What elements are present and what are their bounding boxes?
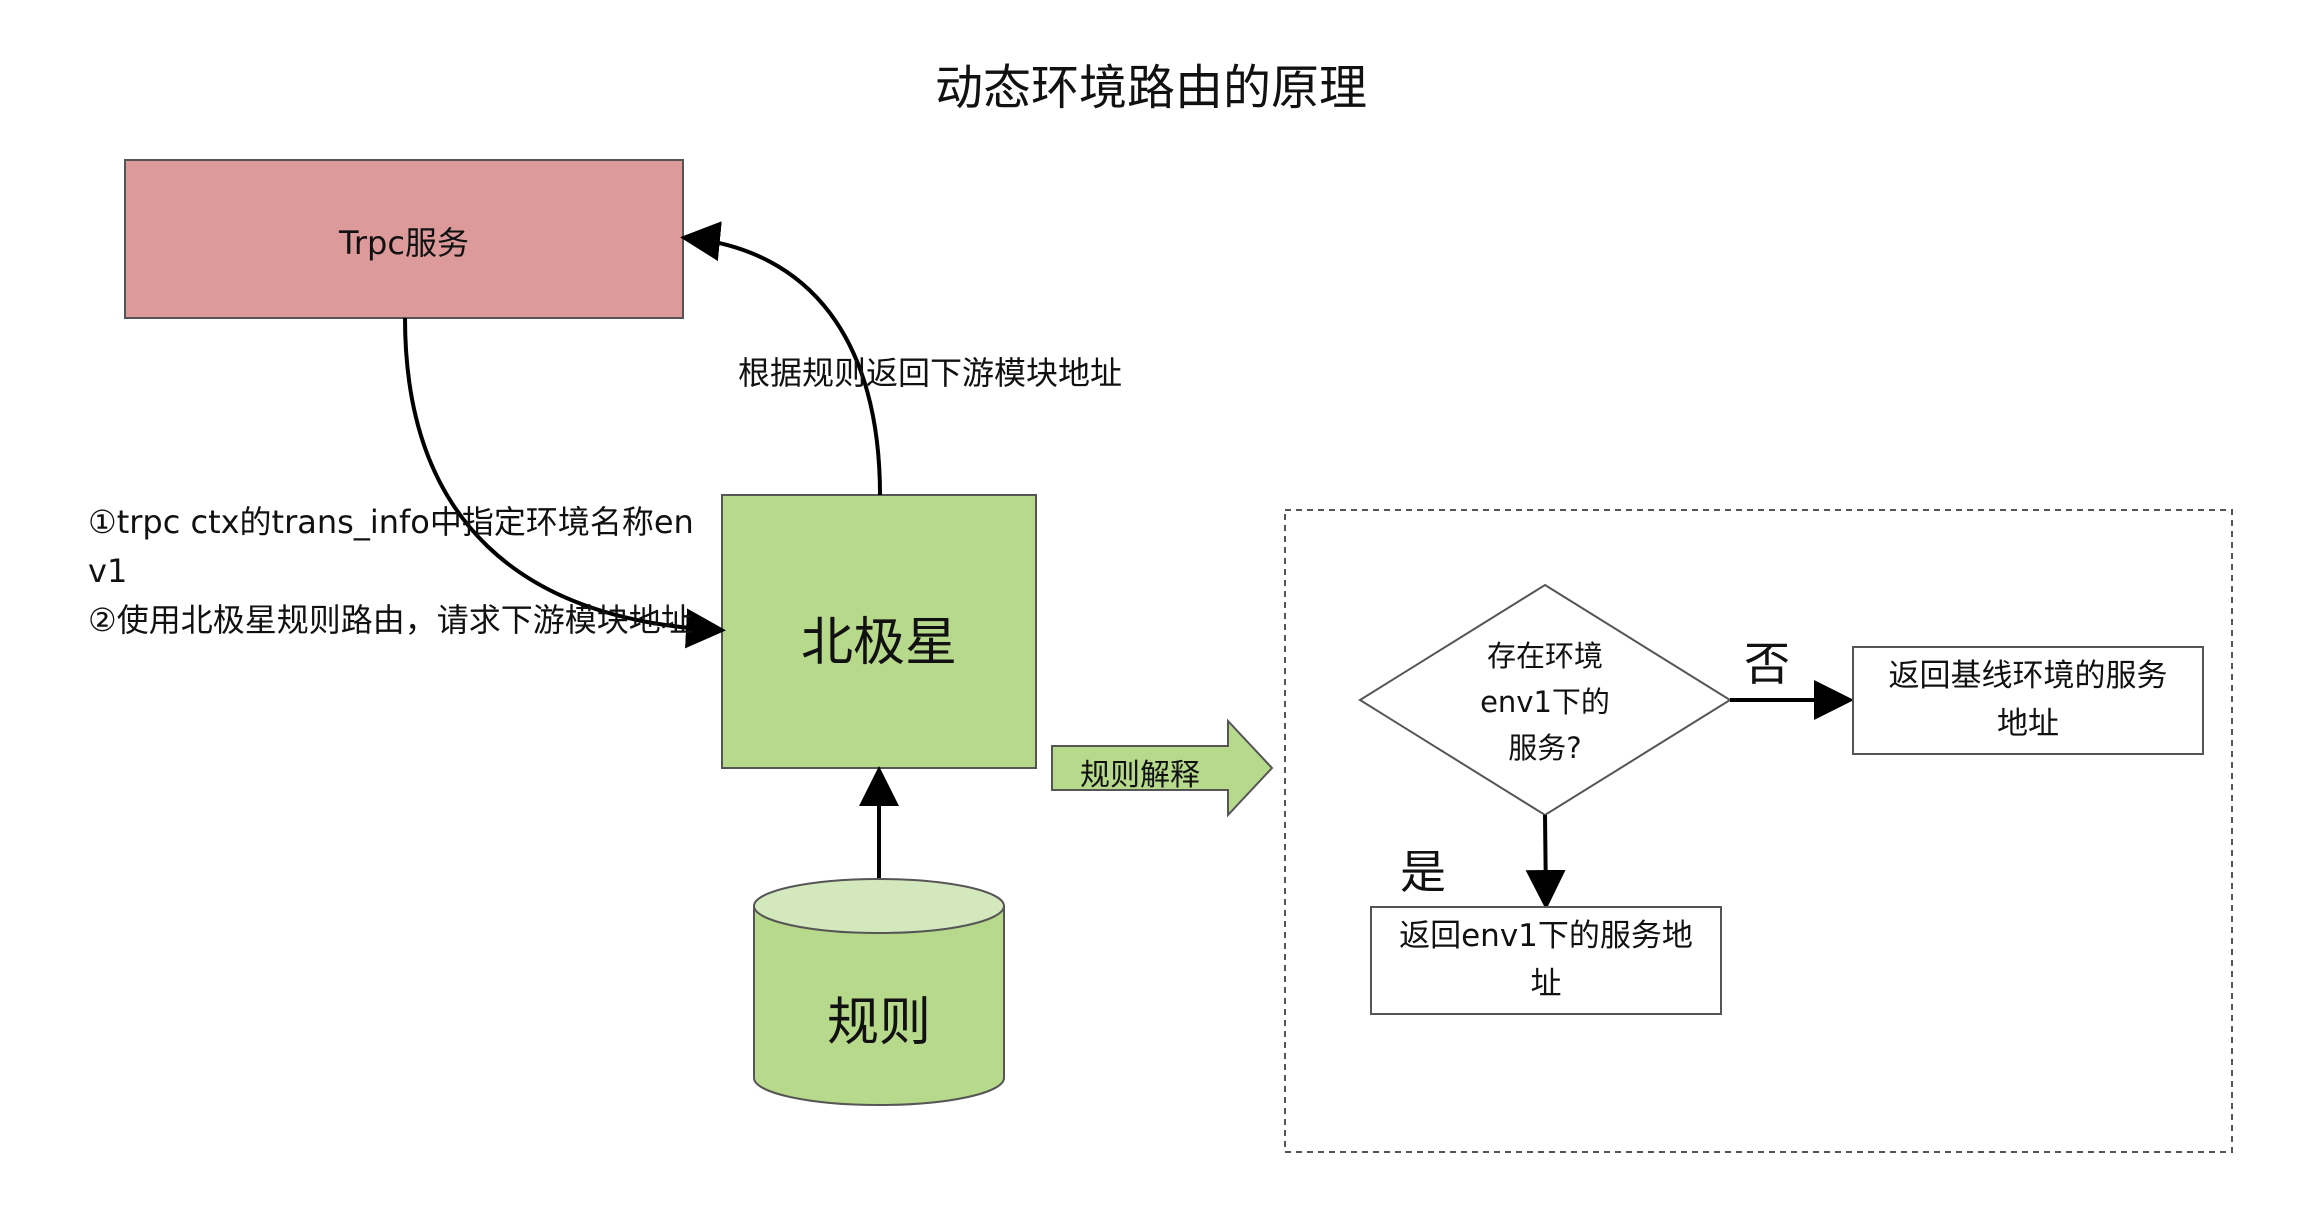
return-env1-line-2: 址 xyxy=(1530,966,1562,1002)
return-env1-box[interactable] xyxy=(1370,906,1722,1015)
rule-parse-arrow[interactable] xyxy=(1051,718,1274,818)
decision-line-2: env1下的 xyxy=(1480,685,1610,719)
return-env1-label: 返回env1下的服务地 址 xyxy=(1371,912,1721,1008)
note-line-1: ①trpc ctx的trans_info中指定环境名称env1 xyxy=(88,503,694,590)
return-base-box[interactable] xyxy=(1852,646,2204,755)
edge-yes xyxy=(1525,814,1566,910)
decision-line-1: 存在环境 xyxy=(1486,639,1603,673)
return-base-line-2: 地址 xyxy=(1997,706,2059,742)
return-env1-line-1: 返回env1下的服务地 xyxy=(1399,918,1693,954)
edge-return-downstream xyxy=(680,221,882,496)
return-downstream-label: 根据规则返回下游模块地址 xyxy=(738,354,1123,392)
edge-no-label: 否 xyxy=(1744,637,1790,691)
rules-cylinder-top xyxy=(753,878,1005,934)
rules-cylinder[interactable] xyxy=(753,906,1005,1106)
return-base-label: 返回基线环境的服务 地址 xyxy=(1853,652,2203,748)
decision-label: 存在环境 env1下的 服务? xyxy=(1430,633,1660,771)
decision-line-3: 服务? xyxy=(1508,731,1582,765)
note-line-2: ②使用北极星规则路由，请求下游模块地址 xyxy=(88,601,693,639)
rules-label: 规则 xyxy=(826,993,931,1053)
edge-yes-label: 是 xyxy=(1400,845,1446,899)
return-base-line-1: 返回基线环境的服务 xyxy=(1888,658,2168,694)
polaris-box[interactable] xyxy=(721,494,1037,769)
instruction-note: ①trpc ctx的trans_info中指定环境名称env1 ②使用北极星规则… xyxy=(88,498,698,645)
diagram-title: 动态环境路由的原理 xyxy=(934,60,1367,116)
trpc-service-box[interactable] xyxy=(124,159,684,319)
decision-container xyxy=(1284,509,2233,1153)
rule-parse-label: 规则解释 xyxy=(1080,758,1200,793)
trpc-service-label: Trpc服务 xyxy=(339,224,469,262)
edge-request xyxy=(403,317,726,649)
polaris-label: 北极星 xyxy=(800,613,957,673)
